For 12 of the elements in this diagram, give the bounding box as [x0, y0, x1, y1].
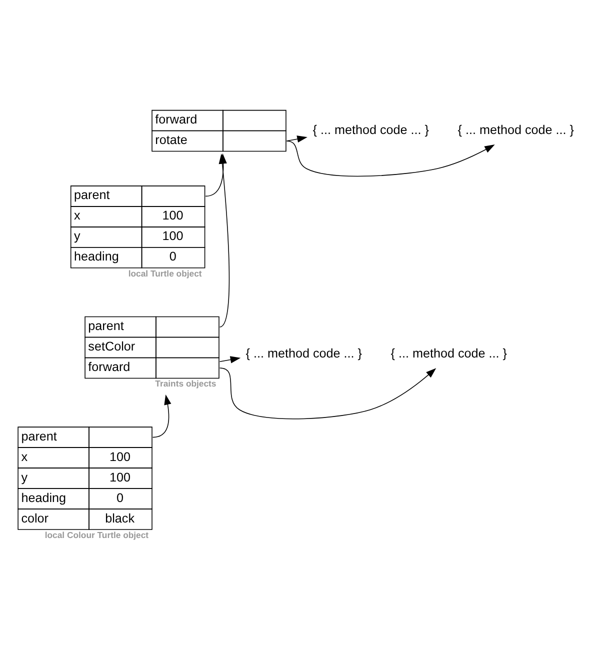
- node-text: { ... method code ... }: [390, 346, 507, 360]
- arrow: [219, 356, 241, 363]
- node-label: local Turtle object: [128, 268, 202, 278]
- node-label: Traints objects: [155, 378, 216, 388]
- arrow: [152, 394, 172, 438]
- node-label: local Colour Turtle object: [44, 530, 149, 540]
- arrow: [286, 134, 308, 142]
- node-text: { ... method code ... }: [246, 346, 362, 360]
- node-text: { ... method code ... }: [312, 122, 429, 136]
- node-text: { ... method code ... }: [458, 122, 574, 136]
- arrow: [219, 367, 436, 419]
- arrow: [286, 140, 495, 176]
